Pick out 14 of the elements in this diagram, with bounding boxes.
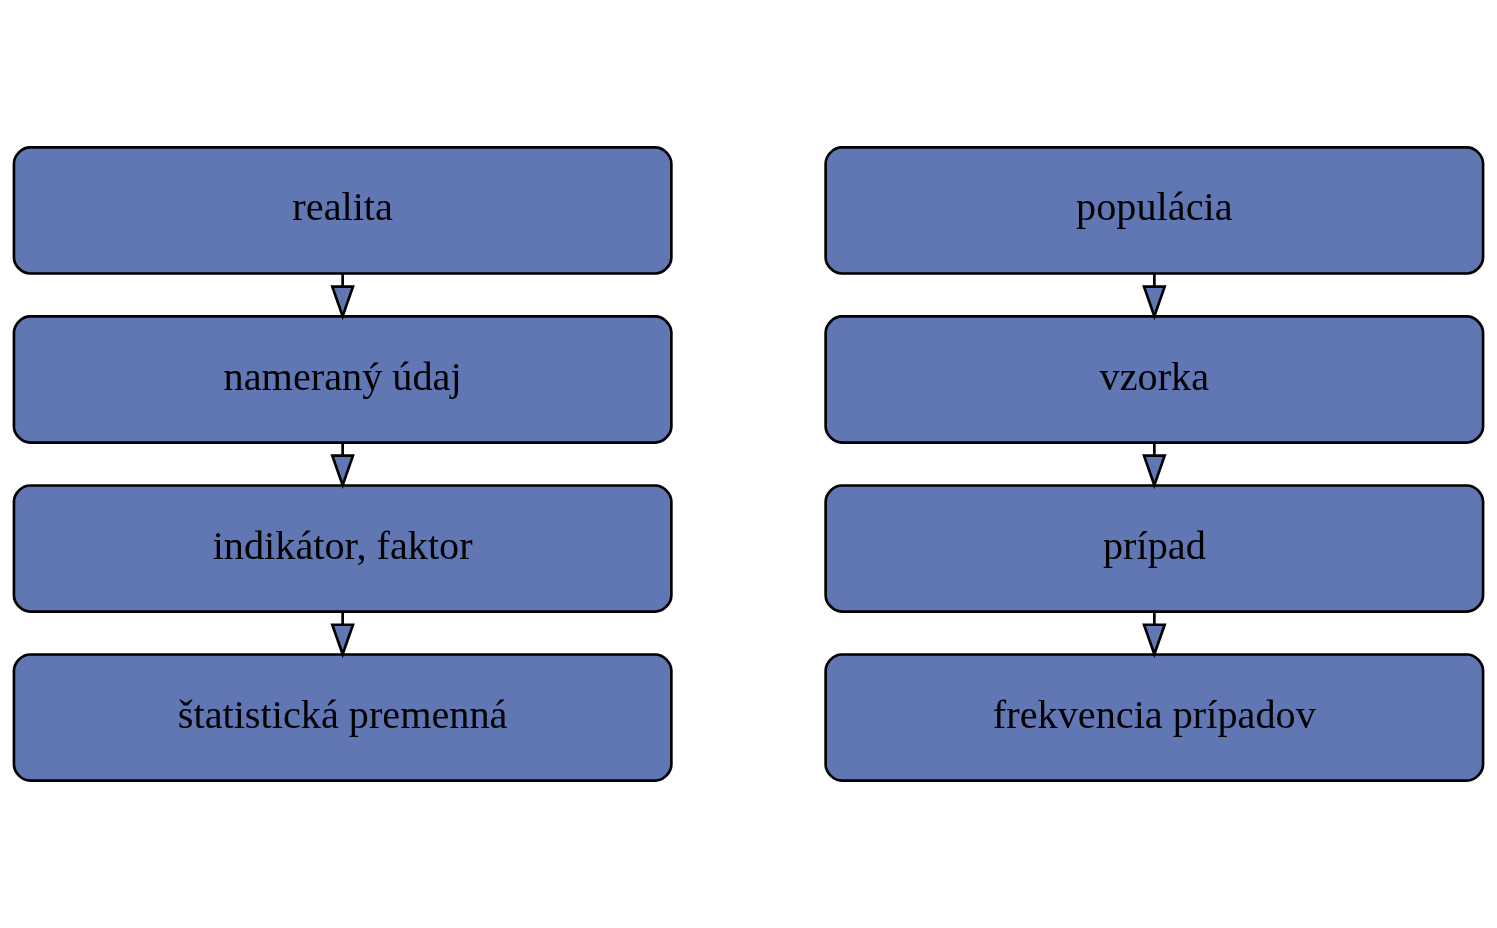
arrow <box>330 442 355 490</box>
node-box: frekvencia prípadov <box>824 653 1485 782</box>
arrow <box>330 273 355 321</box>
arrow <box>1142 273 1167 321</box>
node-box: populácia <box>824 146 1485 275</box>
node-box: prípad <box>824 484 1485 613</box>
arrow <box>1142 442 1167 490</box>
node-box: realita <box>12 146 673 275</box>
node-box: nameraný údaj <box>12 315 673 444</box>
node-box: štatistická premenná <box>12 653 673 782</box>
arrow <box>1142 611 1167 659</box>
node-box: indikátor, faktor <box>12 484 673 613</box>
node-box: vzorka <box>824 315 1485 444</box>
arrow <box>330 611 355 659</box>
